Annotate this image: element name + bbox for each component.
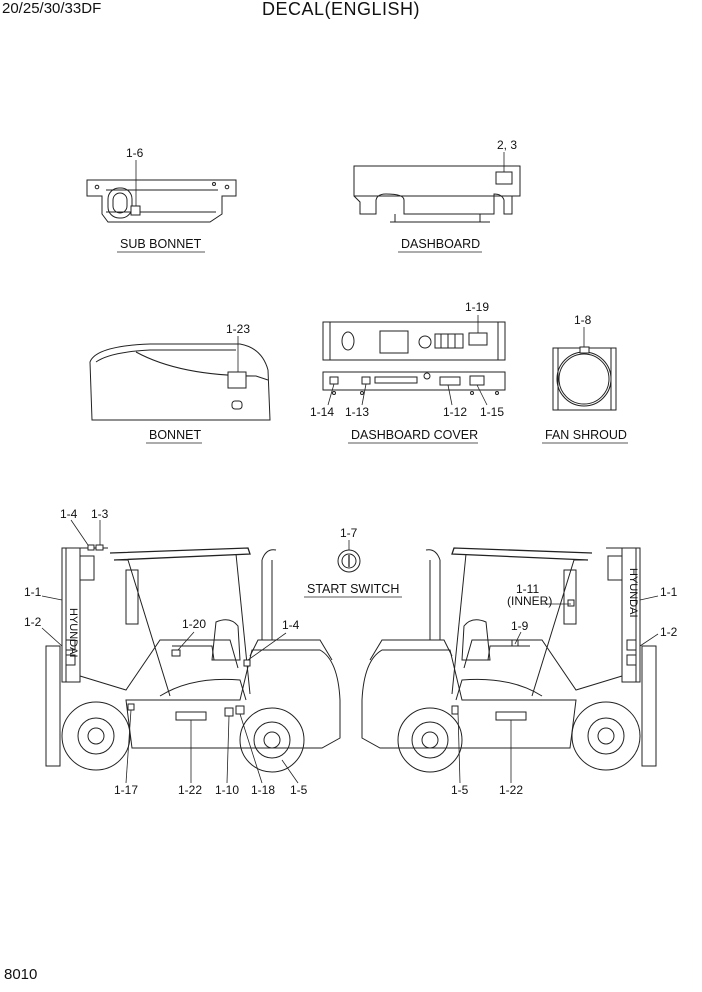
callout-1-23: 1-23 <box>226 322 250 336</box>
callout-right-1-11-note: (INNER) <box>507 594 552 608</box>
fan-shroud-drawing: 1-8 FAN SHROUD <box>542 313 628 444</box>
caption-sub-bonnet: SUB BONNET <box>120 237 202 251</box>
caption-dashboard-cover: DASHBOARD COVER <box>351 428 478 442</box>
decal-1-20 <box>171 649 181 657</box>
decal-1-8 <box>579 346 590 354</box>
decal-1-22-right <box>495 711 527 721</box>
callout-right-1-5: 1-5 <box>451 783 469 797</box>
mast-brand-left: HYUNDAI <box>67 608 79 658</box>
dashboard-drawing: 2, 3 DASHBOARD <box>353 138 521 253</box>
decal-1-12 <box>439 376 461 386</box>
callout-left-1-18: 1-18 <box>251 783 275 797</box>
caption-bonnet: BONNET <box>149 428 201 442</box>
decal-1-17 <box>127 703 135 711</box>
callout-right-1-1: 1-1 <box>660 585 678 599</box>
callout-1-14: 1-14 <box>310 405 334 419</box>
start-switch-drawing: 1-7 START SWITCH <box>304 526 402 598</box>
callout-left-1-5: 1-5 <box>290 783 308 797</box>
decal-1-19 <box>468 332 488 346</box>
page-number: 8010 <box>4 966 38 983</box>
forklift-left-drawing: HYUNDAI <box>24 507 341 797</box>
callout-left-1-4: 1-4 <box>60 507 78 521</box>
decal-1-22-left <box>175 711 207 721</box>
callout-2-3: 2, 3 <box>497 138 517 152</box>
decal-1-4 <box>87 544 95 551</box>
callout-1-7: 1-7 <box>340 526 358 540</box>
callout-right-1-2: 1-2 <box>660 625 678 639</box>
caption-start-switch: START SWITCH <box>307 582 399 596</box>
callout-left-1-20: 1-20 <box>182 617 206 631</box>
callout-1-13: 1-13 <box>345 405 369 419</box>
callout-left-1-1: 1-1 <box>24 585 42 599</box>
mast-brand-right: HYUNDAI <box>627 568 639 618</box>
decal-1-6 <box>130 205 141 216</box>
bonnet-drawing: 1-23 BONNET <box>89 322 271 444</box>
decal-1-11 <box>567 599 575 607</box>
caption-dashboard: DASHBOARD <box>401 237 480 251</box>
callout-1-15: 1-15 <box>480 405 504 419</box>
decal-1-3 <box>95 544 104 551</box>
decal-2-3 <box>495 171 513 185</box>
callout-left-1-10: 1-10 <box>215 783 239 797</box>
callout-right-1-22: 1-22 <box>499 783 523 797</box>
callout-1-6: 1-6 <box>126 146 144 160</box>
callout-left-1-17: 1-17 <box>114 783 138 797</box>
decal-1-4b <box>243 659 251 667</box>
callout-1-8: 1-8 <box>574 313 592 327</box>
dashboard-cover-drawing: 1-19 1-14 1-13 1-12 1-15 DASHBOARD COVER <box>310 300 506 444</box>
decal-1-18 <box>235 705 245 715</box>
callout-left-1-22: 1-22 <box>178 783 202 797</box>
decal-1-10 <box>224 707 234 717</box>
page-title: DECAL(ENGLISH) <box>262 0 421 19</box>
decal-1-13 <box>361 376 371 385</box>
sub-bonnet-drawing: 1-6 SUB BONNET <box>86 146 237 253</box>
callout-left-1-4b: 1-4 <box>282 618 300 632</box>
forklift-right-drawing: HYUNDAI 1-11 (INNER) 1-9 1-1 1-2 1-5 1-2… <box>361 547 678 797</box>
callout-left-1-3: 1-3 <box>91 507 109 521</box>
decal-1-23 <box>227 371 247 389</box>
callout-right-1-9: 1-9 <box>511 619 529 633</box>
decal-1-14 <box>329 376 339 385</box>
callout-1-12: 1-12 <box>443 405 467 419</box>
caption-fan-shroud: FAN SHROUD <box>545 428 627 442</box>
callout-right-1-11: 1-11 <box>516 582 539 596</box>
callout-1-19: 1-19 <box>465 300 489 314</box>
decal-1-5-right <box>451 705 459 715</box>
callout-left-1-2: 1-2 <box>24 615 42 629</box>
model-number: 20/25/30/33DF <box>2 0 102 17</box>
decal-1-9 <box>511 639 519 647</box>
decal-1-15 <box>469 375 485 386</box>
